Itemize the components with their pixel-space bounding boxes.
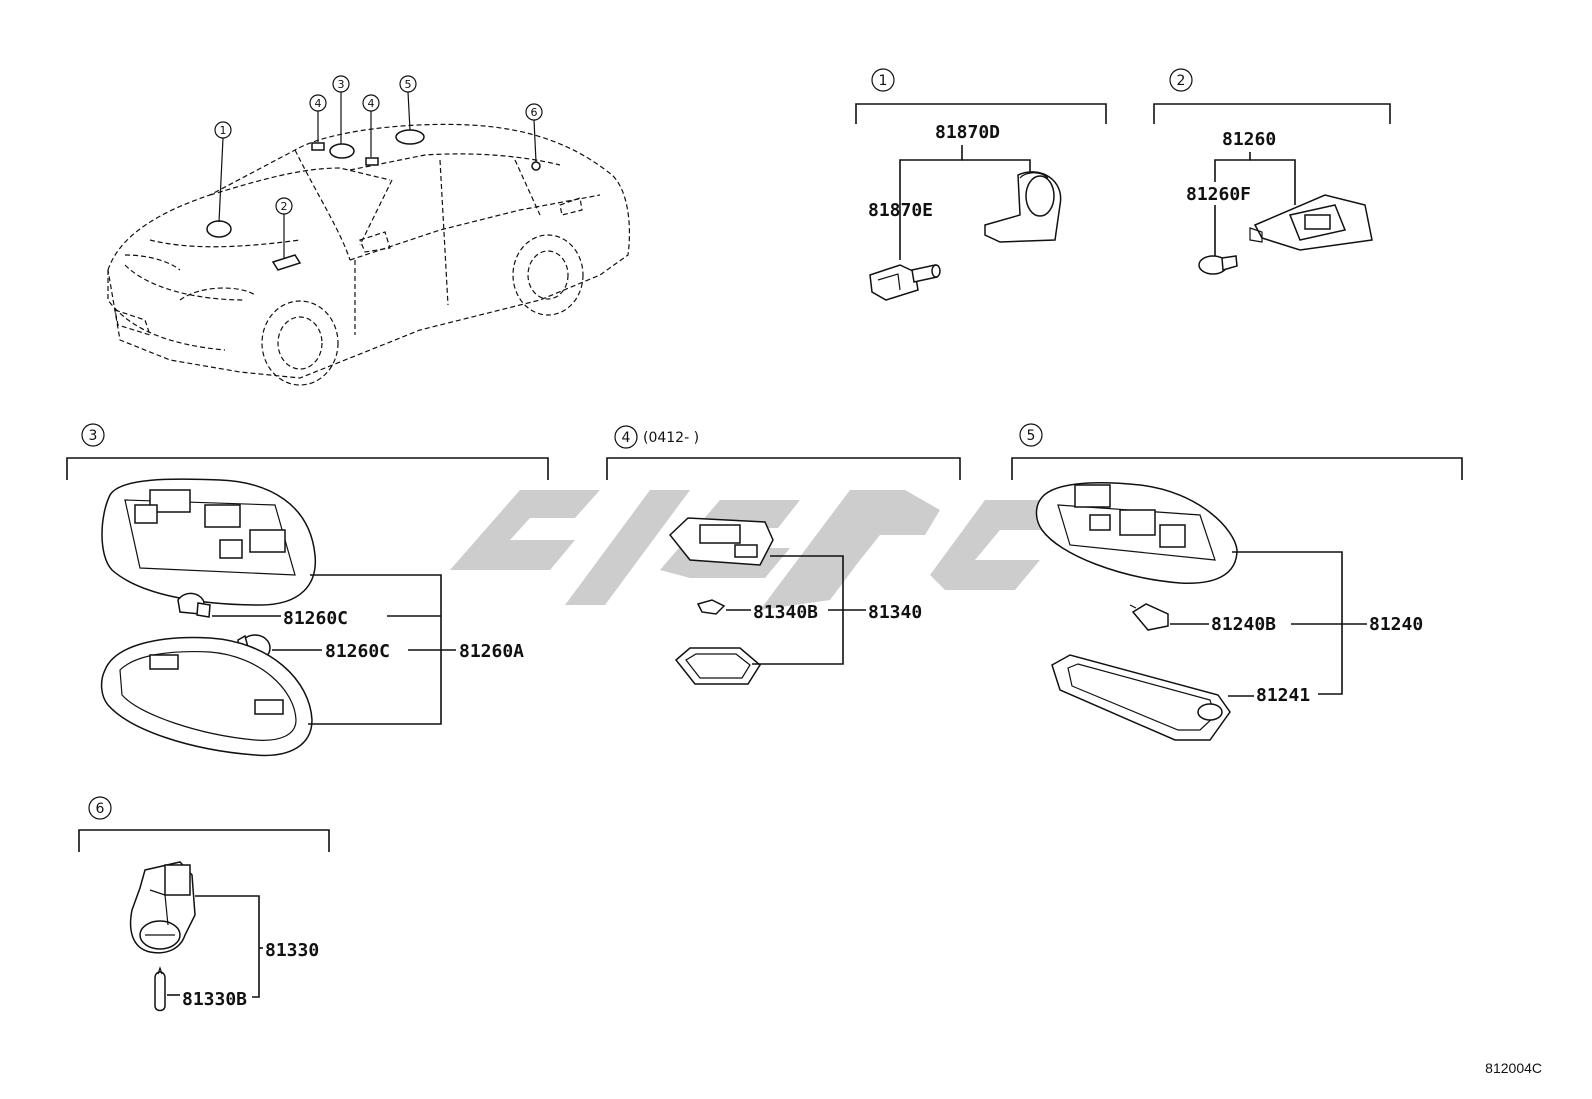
car-callout-6: 6 [525, 103, 543, 121]
car-overview [107, 91, 631, 386]
svg-text:4: 4 [622, 430, 631, 446]
group-4-date-note: (0412- ) [643, 430, 699, 446]
group-4-callout: 4 [614, 425, 638, 449]
svg-text:4: 4 [368, 97, 375, 110]
svg-text:2: 2 [1177, 73, 1186, 89]
room-lamp-housing-part [101, 478, 317, 606]
group-4: 4 (0412- ) 81340B 81340 [606, 425, 961, 685]
group-1: 1 81870D 81870E [855, 68, 1107, 301]
car-callout-5: 5 [399, 75, 417, 93]
dome-lamp-lens-part [1051, 654, 1231, 741]
wedge-bulb-part [1198, 255, 1238, 275]
part-label-81260C-a: 81260C [283, 608, 348, 629]
part-label-81240: 81240 [1369, 614, 1423, 635]
part-label-81260C-b: 81260C [325, 641, 390, 662]
part-label-81260A: 81260A [459, 641, 524, 662]
switch-bracket-part [984, 171, 1062, 243]
svg-text:2: 2 [281, 200, 288, 213]
part-label-81870D: 81870D [935, 122, 1000, 143]
svg-text:3: 3 [338, 78, 345, 91]
bulb-81260C-a-part [177, 592, 211, 618]
group-6-callout: 6 [88, 796, 112, 820]
group-2-callout: 2 [1169, 68, 1193, 92]
courtesy-lamp-part [129, 861, 196, 954]
room-lamp-lens-part [100, 636, 313, 757]
bulb-81330B-part [154, 966, 166, 1012]
bulb-81240B-part [1129, 603, 1169, 631]
group-6: 6 81330 81330B [78, 796, 330, 1012]
group-2: 2 81260 81260F [1153, 68, 1391, 275]
car-callout-2: 2 [275, 197, 293, 215]
svg-text:4: 4 [315, 97, 322, 110]
group-3: 3 81260C 81260C 81260A [66, 423, 549, 757]
group-1-callout: 1 [871, 68, 895, 92]
svg-text:1: 1 [879, 73, 888, 89]
map-lamp-lens-part [674, 647, 761, 685]
part-label-81240B: 81240B [1211, 614, 1276, 635]
car-callout-3: 3 [332, 75, 350, 93]
part-label-81870E: 81870E [868, 200, 933, 221]
part-label-81260: 81260 [1222, 129, 1276, 150]
lamp-housing-part [1249, 194, 1373, 251]
part-label-81340: 81340 [868, 602, 922, 623]
svg-text:5: 5 [1027, 428, 1036, 444]
svg-text:5: 5 [405, 78, 412, 91]
figure-code: 812004C [1485, 1060, 1542, 1076]
part-label-81260F: 81260F [1186, 184, 1251, 205]
dome-lamp-housing-part [1035, 482, 1238, 584]
part-label-81340B: 81340B [753, 602, 818, 623]
group-3-callout: 3 [81, 423, 105, 447]
car-callout-4a: 4 [309, 94, 327, 112]
car-callout-4b: 4 [362, 94, 380, 112]
svg-text:6: 6 [531, 106, 538, 119]
part-label-81330: 81330 [265, 940, 319, 961]
svg-text:6: 6 [96, 801, 105, 817]
group-5-callout: 5 [1019, 423, 1043, 447]
part-label-81241: 81241 [1256, 685, 1310, 706]
car-callout-1: 1 [214, 121, 232, 139]
svg-text:1: 1 [220, 124, 227, 137]
map-lamp-housing-part [668, 517, 774, 566]
group-5: 5 81240B 81240 81241 [1011, 423, 1463, 741]
svg-text:3: 3 [89, 428, 98, 444]
bulb-socket-part [869, 264, 941, 301]
part-label-81330B: 81330B [182, 989, 247, 1010]
bulb-81340B-part [696, 599, 726, 615]
